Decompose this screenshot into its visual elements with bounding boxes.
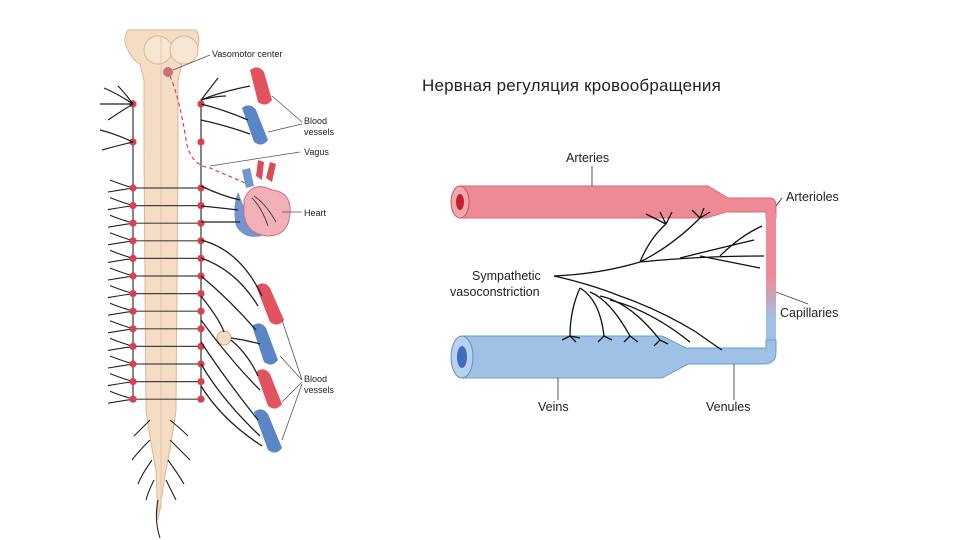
spinal-nerve-fiber (107, 320, 134, 334)
label-vasoconstriction: vasoconstriction (450, 285, 540, 299)
label-veins: Veins (538, 400, 569, 414)
spinal-nerve-fiber (107, 179, 134, 193)
nerve-node (129, 237, 137, 245)
nerve-node (197, 325, 205, 333)
spinal-nerve-fiber (107, 337, 134, 351)
vasoconstrictor-nerves (553, 207, 765, 351)
label-blood-vessels-top-2: vessels (304, 127, 335, 137)
nerve-node (129, 307, 137, 315)
slide-title: Нервная регуляция кровообращения (422, 76, 721, 95)
label-sympathetic: Sympathetic (472, 269, 541, 283)
cauda-equina (131, 419, 191, 539)
nerve-node (197, 290, 205, 298)
spinal-nerve-fiber (107, 267, 134, 281)
nerve-node (197, 138, 205, 146)
label-vasomotor-center: Vasomotor center (212, 49, 282, 59)
nerve-node (197, 237, 205, 245)
vagus-nerve (169, 75, 251, 186)
spinal-nerve-fiber (107, 214, 134, 228)
spinal-nerve-fiber (107, 390, 134, 404)
nerve-node (129, 184, 137, 192)
nerve-node (129, 272, 137, 280)
label-blood-vessels-top-1: Blood (304, 116, 327, 126)
label-heart: Heart (304, 208, 327, 218)
label-vagus: Vagus (304, 147, 329, 157)
nerve-node (197, 202, 205, 210)
vessel-innervation-figure: Arteries Arterioles Sympathetic vasocons… (450, 151, 839, 414)
artery (459, 185, 777, 219)
top-blood-vessels (242, 67, 272, 145)
spinal-nerve-fiber (107, 302, 134, 316)
sympathetic-fibers (200, 85, 263, 447)
nerve-node (197, 378, 205, 386)
segment-nerves (107, 100, 205, 404)
spinal-nerve-fiber (107, 373, 134, 387)
nerve-node (129, 254, 137, 262)
nerve-node (197, 184, 205, 192)
nerve-node (129, 378, 137, 386)
nerve-node (129, 202, 137, 210)
nerve-node (129, 342, 137, 350)
nerve-node (197, 307, 205, 315)
nerve-node (197, 219, 205, 227)
label-venules: Venules (706, 400, 750, 414)
spinal-nerve-fiber (107, 285, 134, 299)
label-blood-vessels-bottom-2: vessels (304, 385, 335, 395)
label-arteries: Arteries (566, 151, 609, 165)
vein (461, 335, 777, 379)
nerve-node (129, 360, 137, 368)
nerve-node (197, 395, 205, 403)
label-blood-vessels-bottom-1: Blood (304, 374, 327, 384)
spinal-nerve-fiber (107, 355, 134, 369)
spinal-cord-figure: Vasomotor center Blood vessels Vagus Hea… (99, 29, 335, 539)
capillary (766, 214, 776, 354)
spinal-nerve-fiber (107, 197, 134, 211)
nerve-node (129, 219, 137, 227)
bottom-blood-vessels (252, 283, 284, 453)
spinal-nerve-fiber (107, 232, 134, 246)
nerve-node (129, 395, 137, 403)
nerve-node (129, 325, 137, 333)
top-left-fibers (99, 77, 227, 151)
nerve-node (129, 290, 137, 298)
label-arterioles: Arterioles (786, 190, 839, 204)
vasomotor-center (163, 67, 173, 77)
heart (234, 160, 291, 237)
label-capillaries: Capillaries (780, 306, 838, 320)
spinal-nerve-fiber (107, 249, 134, 263)
